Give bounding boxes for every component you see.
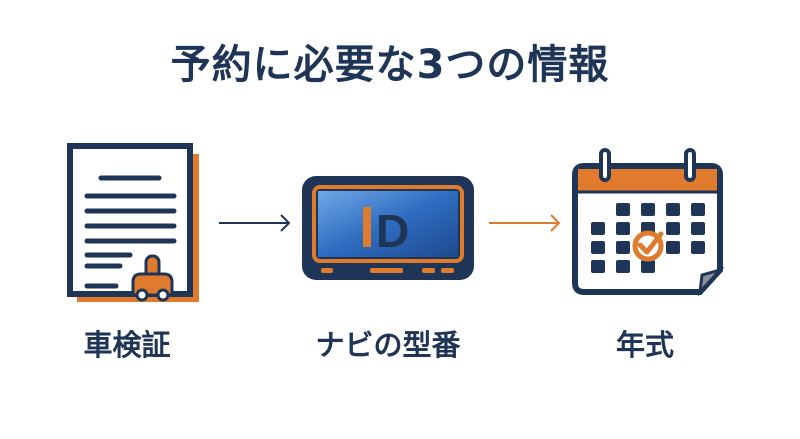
check-icon [632, 230, 664, 262]
label-vehicle-certificate: 車検証 [83, 328, 171, 362]
label-model-year: 年式 [615, 328, 674, 362]
arrow-right-icon [489, 214, 561, 232]
label-navi-model-number: ナビの型番 [315, 328, 461, 362]
id-letter-i [363, 207, 371, 247]
id-letter-d: D [376, 205, 409, 257]
stamp-icon [131, 254, 174, 302]
arrow-right-icon [219, 214, 291, 232]
page-title: 予約に必要な3つの情報 [170, 42, 610, 88]
navigation-screen-icon: D [302, 176, 474, 280]
vehicle-certificate-document-icon [67, 143, 199, 302]
calendar-check-icon [572, 148, 725, 297]
